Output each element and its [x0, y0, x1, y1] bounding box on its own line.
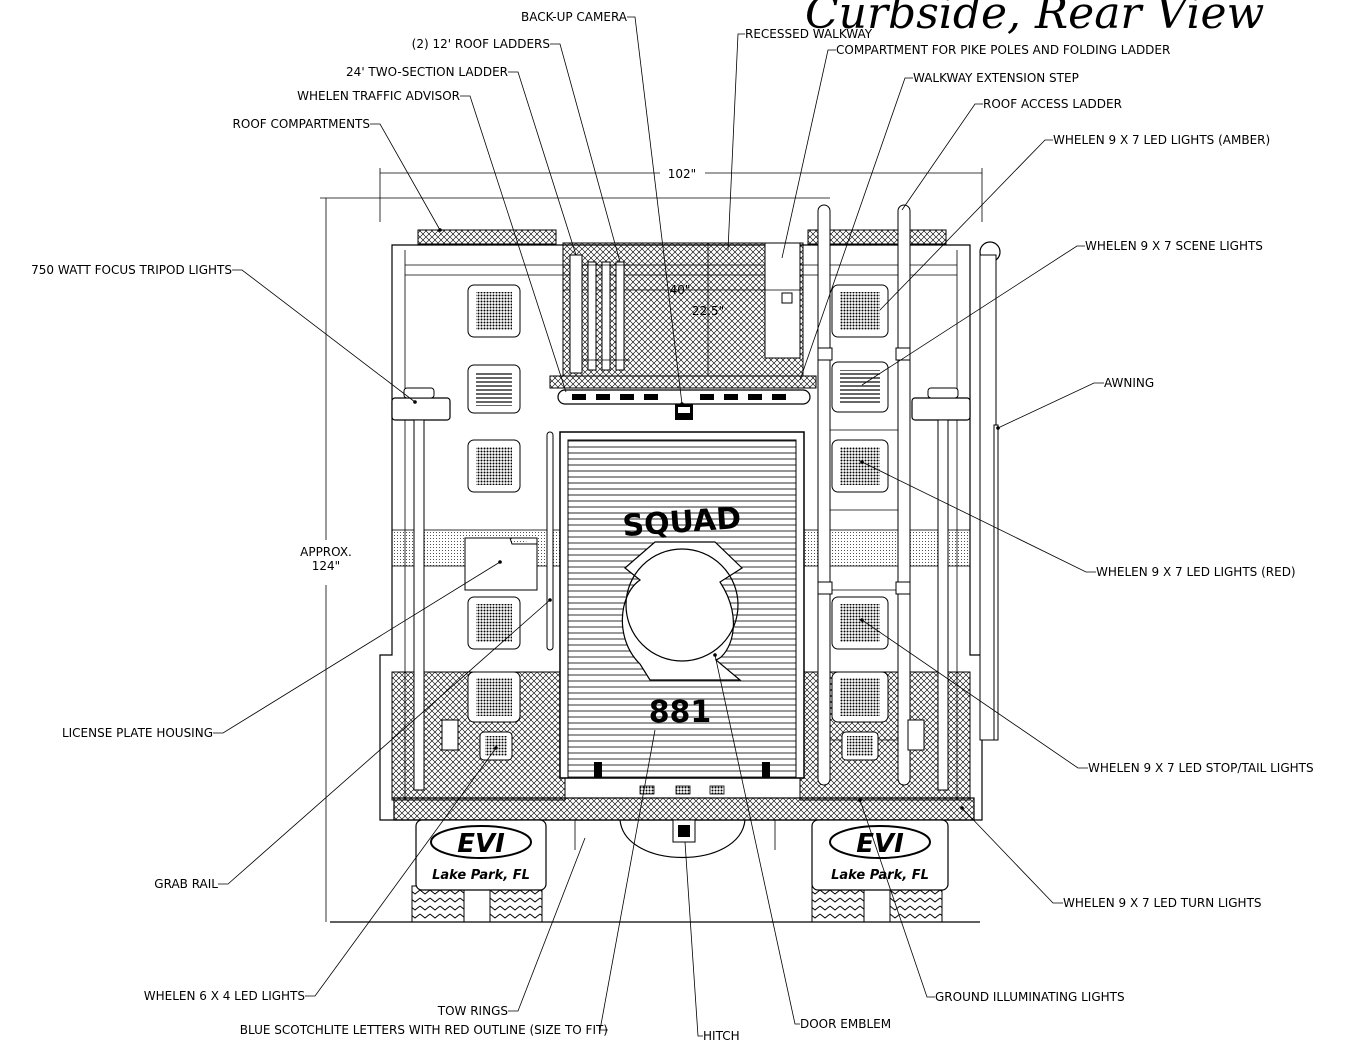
roof-ladders: [569, 254, 630, 374]
callout-awning: AWNING: [1104, 376, 1154, 390]
drawing-title: Curbside, Rear View: [805, 0, 1264, 39]
awning: [979, 241, 1001, 741]
roll-up-door: SQUAD 881: [559, 431, 805, 795]
callout-led-amber: WHELEN 9 X 7 LED LIGHTS (AMBER): [1053, 133, 1270, 147]
width-dimension: 102": [668, 167, 696, 181]
callout-arrows: [413, 228, 1000, 810]
logo-badge-left: EVI: [457, 829, 505, 859]
door-title-text: SQUAD: [621, 501, 742, 544]
callout-traffic-advisor: WHELEN TRAFFIC ADVISOR: [297, 89, 460, 103]
callout-tripod-lights: 750 WATT FOCUS TRIPOD LIGHTS: [31, 263, 232, 277]
callout-walkway-extension: WALKWAY EXTENSION STEP: [913, 71, 1079, 85]
callout-two-section-ladder: 24' TWO-SECTION LADDER: [346, 65, 508, 79]
callout-ground-lights: GROUND ILLUMINATING LIGHTS: [935, 990, 1125, 1004]
city-label-right: Lake Park, FL: [831, 868, 929, 883]
callout-pike-pole-compartment: COMPARTMENT FOR PIKE POLES AND FOLDING L…: [836, 43, 1170, 57]
license-plate-housing: [464, 537, 538, 591]
callout-door-emblem: DOOR EMBLEM: [800, 1017, 891, 1031]
right-mudflap: EVI Lake Park, FL: [811, 819, 949, 891]
callout-scotchlite: BLUE SCOTCHLITE LETTERS WITH RED OUTLINE…: [240, 1023, 608, 1037]
callout-leaders: [213, 16, 1104, 1037]
logo-badge-right: EVI: [856, 829, 904, 859]
callout-recessed-walkway: RECESSED WALKWAY: [745, 27, 873, 41]
callout-grab-rail: GRAB RAIL: [154, 877, 218, 891]
height-dimension-line1: APPROX.: [300, 545, 352, 559]
callout-led-red: WHELEN 9 X 7 LED LIGHTS (RED): [1096, 565, 1296, 579]
walkway-depth-dimension: 22.5": [692, 304, 724, 318]
grab-rail: [546, 431, 554, 651]
city-label-left: Lake Park, FL: [432, 868, 530, 883]
callout-led-6x4: WHELEN 6 X 4 LED LIGHTS: [144, 989, 305, 1003]
callout-roof-ladders: (2) 12' ROOF LADDERS: [412, 37, 550, 51]
left-light-column: [467, 284, 521, 761]
right-light-column: [817, 204, 911, 786]
left-mudflap: EVI Lake Park, FL: [415, 819, 547, 891]
callout-license-plate: LICENSE PLATE HOUSING: [62, 726, 213, 740]
callout-backup-camera: BACK-UP CAMERA: [521, 10, 628, 24]
chassis: [330, 819, 980, 923]
tripod-lights: [391, 387, 971, 791]
height-dimension-line2: 124": [312, 559, 340, 573]
door-number-text: 881: [649, 695, 712, 730]
callout-stop-tail: WHELEN 9 X 7 LED STOP/TAIL LIGHTS: [1088, 761, 1314, 775]
callout-turn-lights: WHELEN 9 X 7 LED TURN LIGHTS: [1063, 896, 1262, 910]
callout-tow-rings: TOW RINGS: [437, 1004, 508, 1018]
callout-scene-lights: WHELEN 9 X 7 SCENE LIGHTS: [1085, 239, 1263, 253]
walkway-width-dimension: 40": [670, 283, 691, 297]
callout-roof-access-ladder: ROOF ACCESS LADDER: [983, 97, 1122, 111]
dimension-lines: 102" APPROX. 124" 40" 22.5": [300, 167, 983, 922]
callout-roof-compartments: ROOF COMPARTMENTS: [233, 117, 370, 131]
callout-hitch: HITCH: [703, 1029, 740, 1042]
